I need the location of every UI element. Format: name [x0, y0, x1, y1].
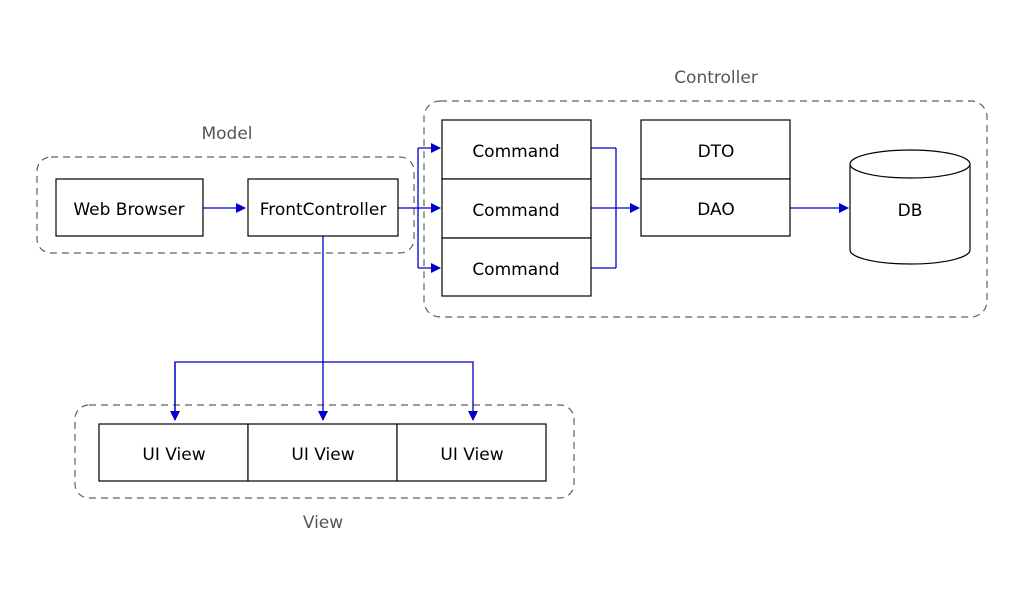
db-cylinder — [849, 149, 971, 265]
connectors — [170, 143, 849, 421]
view-group-label: View — [303, 513, 343, 533]
dao-label: DAO — [697, 200, 735, 220]
ui-view-box-2 — [247, 423, 398, 482]
db-cylinder-body — [849, 164, 971, 265]
command-label-2: Command — [472, 201, 559, 221]
command-box-3 — [441, 237, 592, 297]
web-browser-box — [55, 178, 204, 237]
ui-view-box-3 — [396, 423, 547, 482]
ui-view-label-3: UI View — [440, 445, 503, 465]
command-box-2 — [441, 178, 592, 239]
web-browser-label: Web Browser — [73, 200, 184, 220]
front-controller-label: FrontController — [260, 200, 387, 220]
controller-group-label: Controller — [674, 68, 758, 88]
dto-label: DTO — [698, 142, 735, 162]
controller-group — [423, 100, 988, 318]
view-group — [74, 404, 575, 499]
command-label-3: Command — [472, 260, 559, 280]
frontcontroller-to-views-bracket — [174, 361, 478, 421]
ui-view-box-1 — [98, 423, 249, 482]
dto-box — [640, 119, 791, 180]
front-controller-box — [247, 178, 399, 237]
dao-box — [640, 178, 791, 237]
model-group-label: Model — [201, 124, 252, 144]
db-label: DB — [898, 201, 923, 221]
ui-view-label-2: UI View — [291, 445, 354, 465]
db-cylinder-top — [849, 149, 971, 179]
command-box-1 — [441, 119, 592, 180]
command-label-1: Command — [472, 142, 559, 162]
ui-view-label-1: UI View — [142, 445, 205, 465]
model-group — [36, 156, 415, 254]
